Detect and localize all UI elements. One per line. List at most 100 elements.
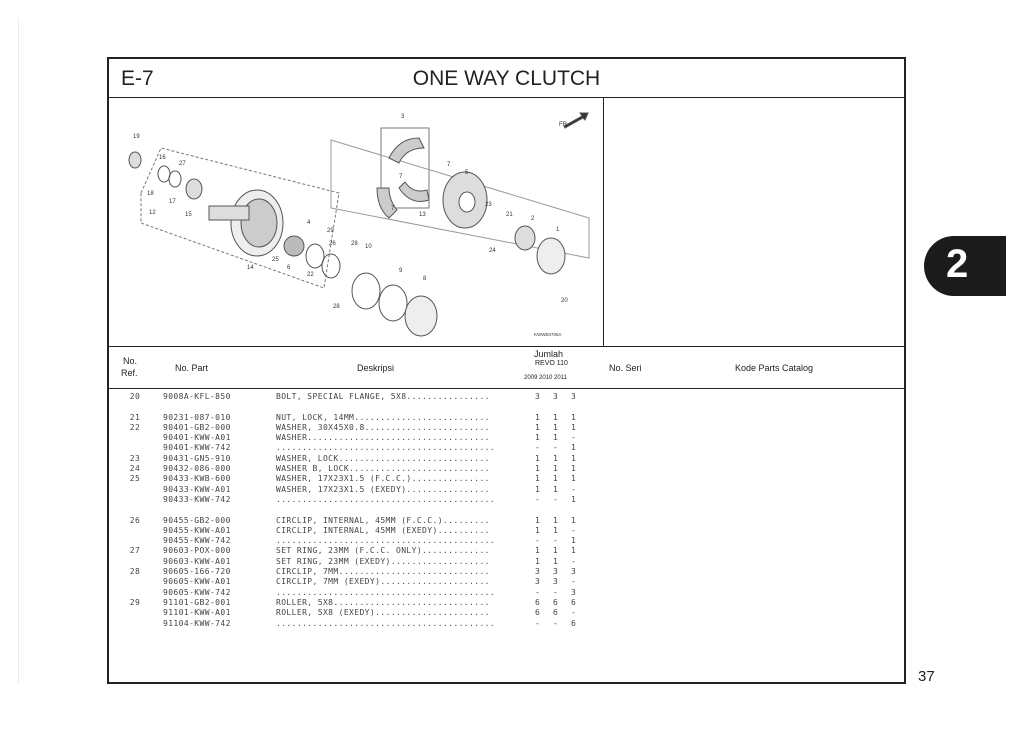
qty-2010-cell: - (553, 443, 559, 453)
ref-cell: 25 (129, 474, 141, 484)
description-cell: CIRCLIP, 7MM (EXEDY)....................… (276, 577, 490, 587)
qty-2010-cell: 1 (553, 412, 559, 422)
qty-2011-cell: 1 (571, 464, 577, 474)
part-number-cell: 91101-KWW-A01 (163, 608, 231, 618)
part-number-cell: 90231-087-010 (163, 412, 231, 422)
qty-2010-cell: 1 (553, 433, 559, 443)
col-qty-model: REVO 110 (535, 360, 568, 367)
qty-2010-cell: 1 (553, 422, 559, 432)
qty-2009-cell: 1 (535, 474, 541, 484)
callout-8: 8 (423, 276, 427, 282)
callout-25: 25 (272, 257, 279, 263)
part-number-cell: 90455-KWW-A01 (163, 525, 231, 535)
qty-2011-cell: 3 (571, 392, 577, 401)
qty-2010-cell: 3 (553, 577, 559, 587)
ref-cell: 28 (129, 567, 141, 577)
qty-2010-cell: 1 (553, 525, 559, 535)
description-cell: ........................................… (276, 536, 496, 546)
callout-21: 21 (506, 212, 513, 218)
qty-2011-cell: 1 (571, 494, 577, 504)
qty-2011-cell: - (571, 433, 577, 443)
part-number-cell: 90401-KWW-A01 (163, 433, 231, 443)
catalog-page-frame: E-7 ONE WAY CLUTCH (107, 57, 906, 684)
part-number-cell: 90433-KWB-600 (163, 474, 231, 484)
exploded-parts-diagram: 19 16 27 18 17 12 15 14 3 7 5 13 23 21 2… (109, 98, 604, 346)
table-row (109, 505, 904, 515)
qty-2010-cell: 1 (553, 474, 559, 484)
description-cell: ROLLER, 5X8.............................… (276, 597, 490, 607)
qty-2009-cell: 1 (535, 484, 541, 494)
col-catalog: Kode Parts Catalog (735, 363, 814, 373)
description-cell: NUT, LOCK, 14MM.........................… (276, 412, 490, 422)
qty-2011-cell: 3 (571, 587, 577, 597)
qty-2010-cell: - (553, 536, 559, 546)
col-part: No. Part (175, 363, 209, 373)
qty-2011-cell: 1 (571, 412, 577, 422)
callout-2: 2 (531, 216, 535, 222)
qty-2011-cell: - (571, 525, 577, 535)
qty-2011-cell: 3 (571, 567, 577, 577)
page-edge-line (18, 18, 19, 683)
ref-cell: 24 (129, 464, 141, 474)
qty-2010-cell: - (553, 494, 559, 504)
qty-2010-cell: 6 (553, 597, 559, 607)
section-code: E-7 (121, 67, 154, 90)
description-cell: WASHER, 17X23X1.5 (EXEDY)...............… (276, 484, 490, 494)
callout-24: 24 (489, 248, 496, 254)
ref-cell: 22 (129, 422, 141, 432)
qty-2011-cell: - (571, 484, 577, 494)
section-tab-number: 2 (946, 242, 969, 286)
front-arrow-label: FR. (559, 122, 569, 128)
description-cell: ........................................… (276, 618, 496, 628)
part-number-cell: 90431-GN5-910 (163, 453, 231, 463)
description-cell: SET RING, 23MM (F.C.C. ONLY)............… (276, 546, 490, 556)
table-row: 90401-KWW-742...........................… (109, 443, 904, 453)
qty-2009-cell: 1 (535, 433, 541, 443)
qty-2009-cell: 1 (535, 422, 541, 432)
ref-cell: 20 (129, 392, 141, 401)
description-cell: CIRCLIP, INTERNAL, 45MM (EXEDY).........… (276, 525, 490, 535)
qty-2009-cell: 1 (535, 464, 541, 474)
qty-2009-cell: 6 (535, 597, 541, 607)
qty-2011-cell: 1 (571, 474, 577, 484)
qty-2009-cell: 1 (535, 515, 541, 525)
callout-13: 13 (419, 212, 426, 218)
part-number-cell: 90433-KWW-742 (163, 494, 231, 504)
qty-2010-cell: 1 (553, 464, 559, 474)
part-number-cell: 90401-KWW-742 (163, 443, 231, 453)
qty-2009-cell: 1 (535, 546, 541, 556)
qty-2009-cell: - (535, 587, 541, 597)
part-number-cell: 90432-086-000 (163, 464, 231, 474)
ref-cell: 29 (129, 597, 141, 607)
description-cell: WASHER..................................… (276, 433, 490, 443)
qty-2011-cell: 1 (571, 422, 577, 432)
qty-2010-cell: 1 (553, 546, 559, 556)
description-cell: ........................................… (276, 587, 496, 597)
callout-5: 5 (465, 170, 469, 176)
description-cell: ........................................… (276, 494, 496, 504)
part-number-cell: 90455-KWW-742 (163, 536, 231, 546)
callout-7c: 7 (399, 174, 403, 180)
section-header: E-7 ONE WAY CLUTCH (109, 59, 904, 98)
table-row (109, 402, 904, 412)
part-number-cell: 90603-POX-000 (163, 546, 231, 556)
callout-28b: 28 (333, 304, 340, 310)
part-number-cell: 90401-GB2-000 (163, 422, 231, 432)
col-years: 2009 2010 2011 (524, 375, 567, 381)
callout-26: 26 (329, 241, 336, 247)
callout-7a: 7 (447, 162, 451, 168)
qty-2009-cell: 1 (535, 412, 541, 422)
callout-14: 14 (247, 265, 254, 271)
qty-2011-cell: 1 (571, 536, 577, 546)
qty-2009-cell: - (535, 618, 541, 628)
part-number-cell: 90603-KWW-A01 (163, 556, 231, 566)
part-number-cell: 91101-GB2-001 (163, 597, 231, 607)
table-row: 90401-KWW-A01 WASHER.....................… (109, 433, 904, 443)
